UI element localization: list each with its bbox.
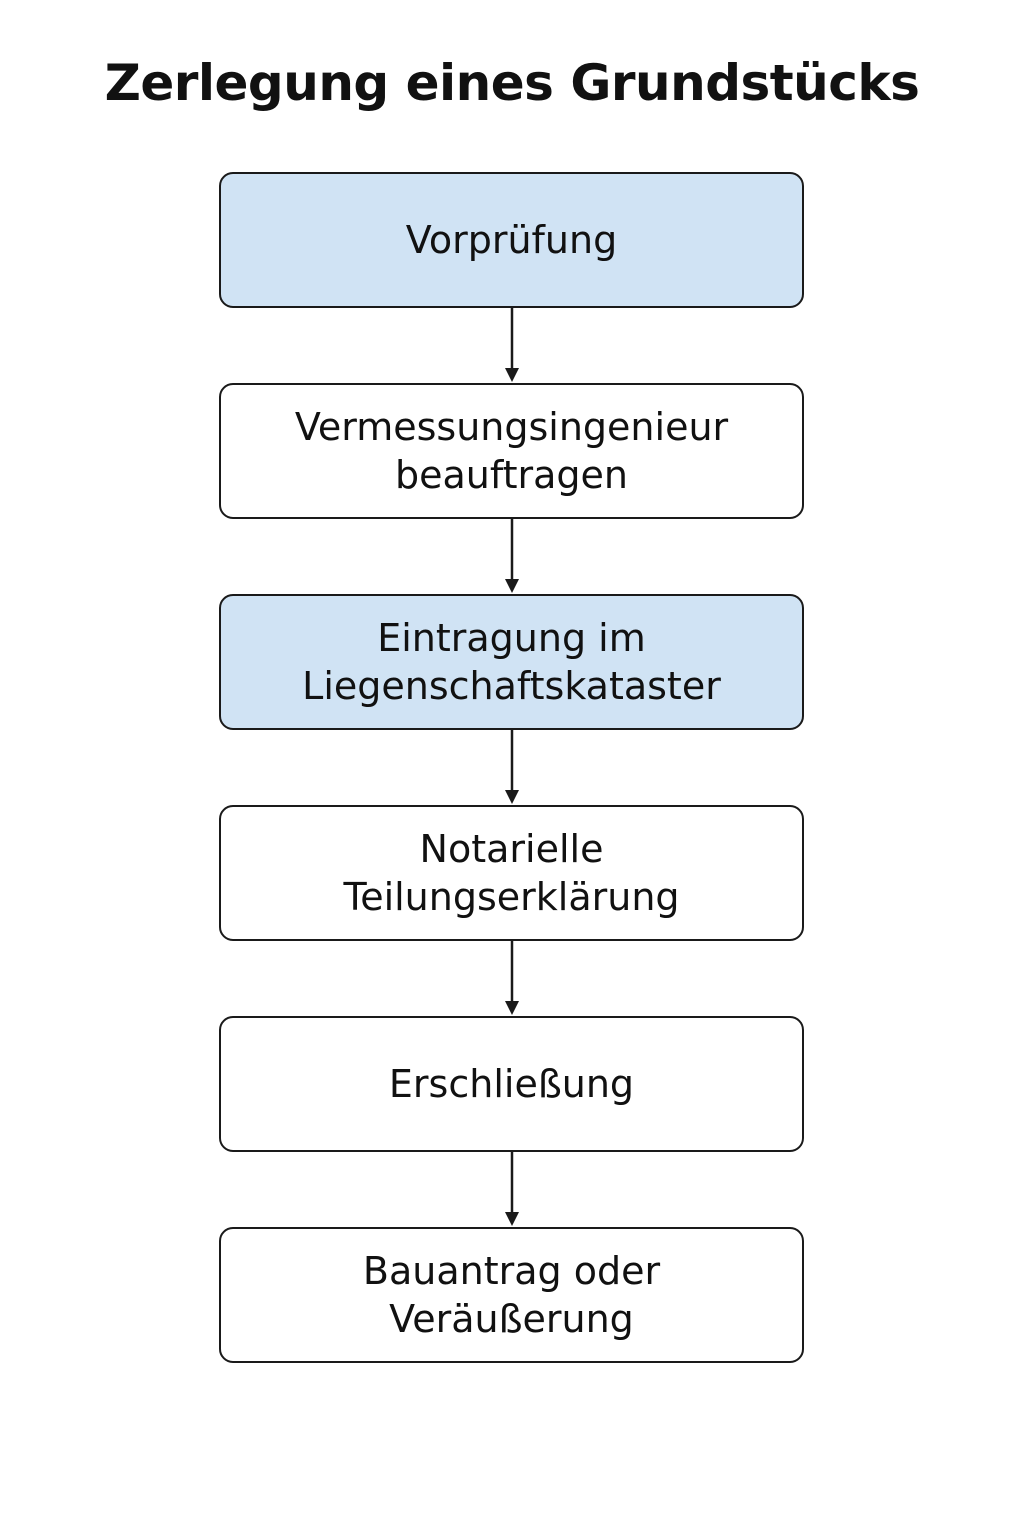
- step-label: Erschließung: [388, 1062, 635, 1106]
- step-label: Notarielle Teilungserklärung: [343, 827, 680, 919]
- step-label: Eintragung im Liegenschaftskataster: [302, 616, 721, 708]
- page-title: Zerlegung eines Grundstücks: [104, 54, 920, 112]
- arrow-down-icon: [502, 730, 522, 805]
- step-vermessungsingenieur: Vermessungsingenieur beauftragen: [219, 383, 804, 519]
- arrow-down-icon: [502, 519, 522, 594]
- step-teilungserklaerung: Notarielle Teilungserklärung: [219, 805, 804, 941]
- arrow-down-icon: [502, 1152, 522, 1227]
- step-liegenschaftskataster: Eintragung im Liegenschaftskataster: [219, 594, 804, 730]
- arrow-down-icon: [502, 308, 522, 383]
- arrow-down-icon: [502, 941, 522, 1016]
- step-label: Bauantrag oder Veräußerung: [362, 1249, 661, 1341]
- step-erschliessung: Erschließung: [219, 1016, 804, 1152]
- step-vorpruefung: Vorprüfung: [219, 172, 804, 308]
- step-bauantrag: Bauantrag oder Veräußerung: [219, 1227, 804, 1363]
- step-label: Vermessungsingenieur beauftragen: [294, 405, 729, 497]
- step-label: Vorprüfung: [405, 218, 618, 262]
